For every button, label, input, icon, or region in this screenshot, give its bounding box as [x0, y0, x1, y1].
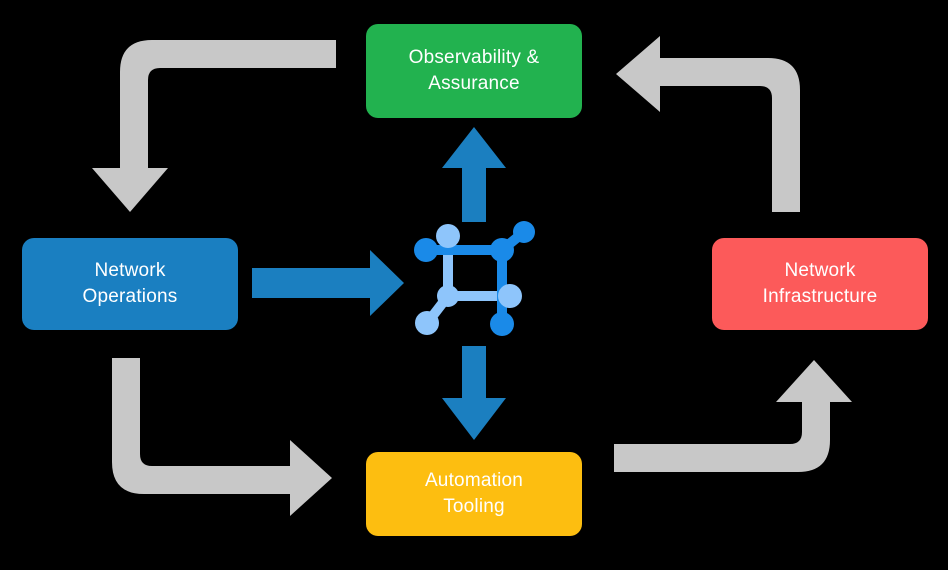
connector-automation-to-infrastructure	[614, 360, 852, 472]
node-network-infrastructure[interactable]: Network Infrastructure	[712, 238, 928, 330]
connector-center-to-observability	[442, 127, 506, 222]
connector-operations-to-automation	[112, 358, 332, 516]
network-topology-icon	[414, 221, 535, 336]
connector-center-to-automation	[442, 346, 506, 440]
node-network-operations[interactable]: Network Operations	[22, 238, 238, 330]
node-observability-assurance[interactable]: Observability & Assurance	[366, 24, 582, 118]
connector-operations-to-center	[252, 250, 404, 316]
node-automation-tooling[interactable]: Automation Tooling	[366, 452, 582, 536]
connector-infrastructure-to-observability	[616, 36, 800, 212]
connector-observability-to-operations	[92, 40, 336, 212]
